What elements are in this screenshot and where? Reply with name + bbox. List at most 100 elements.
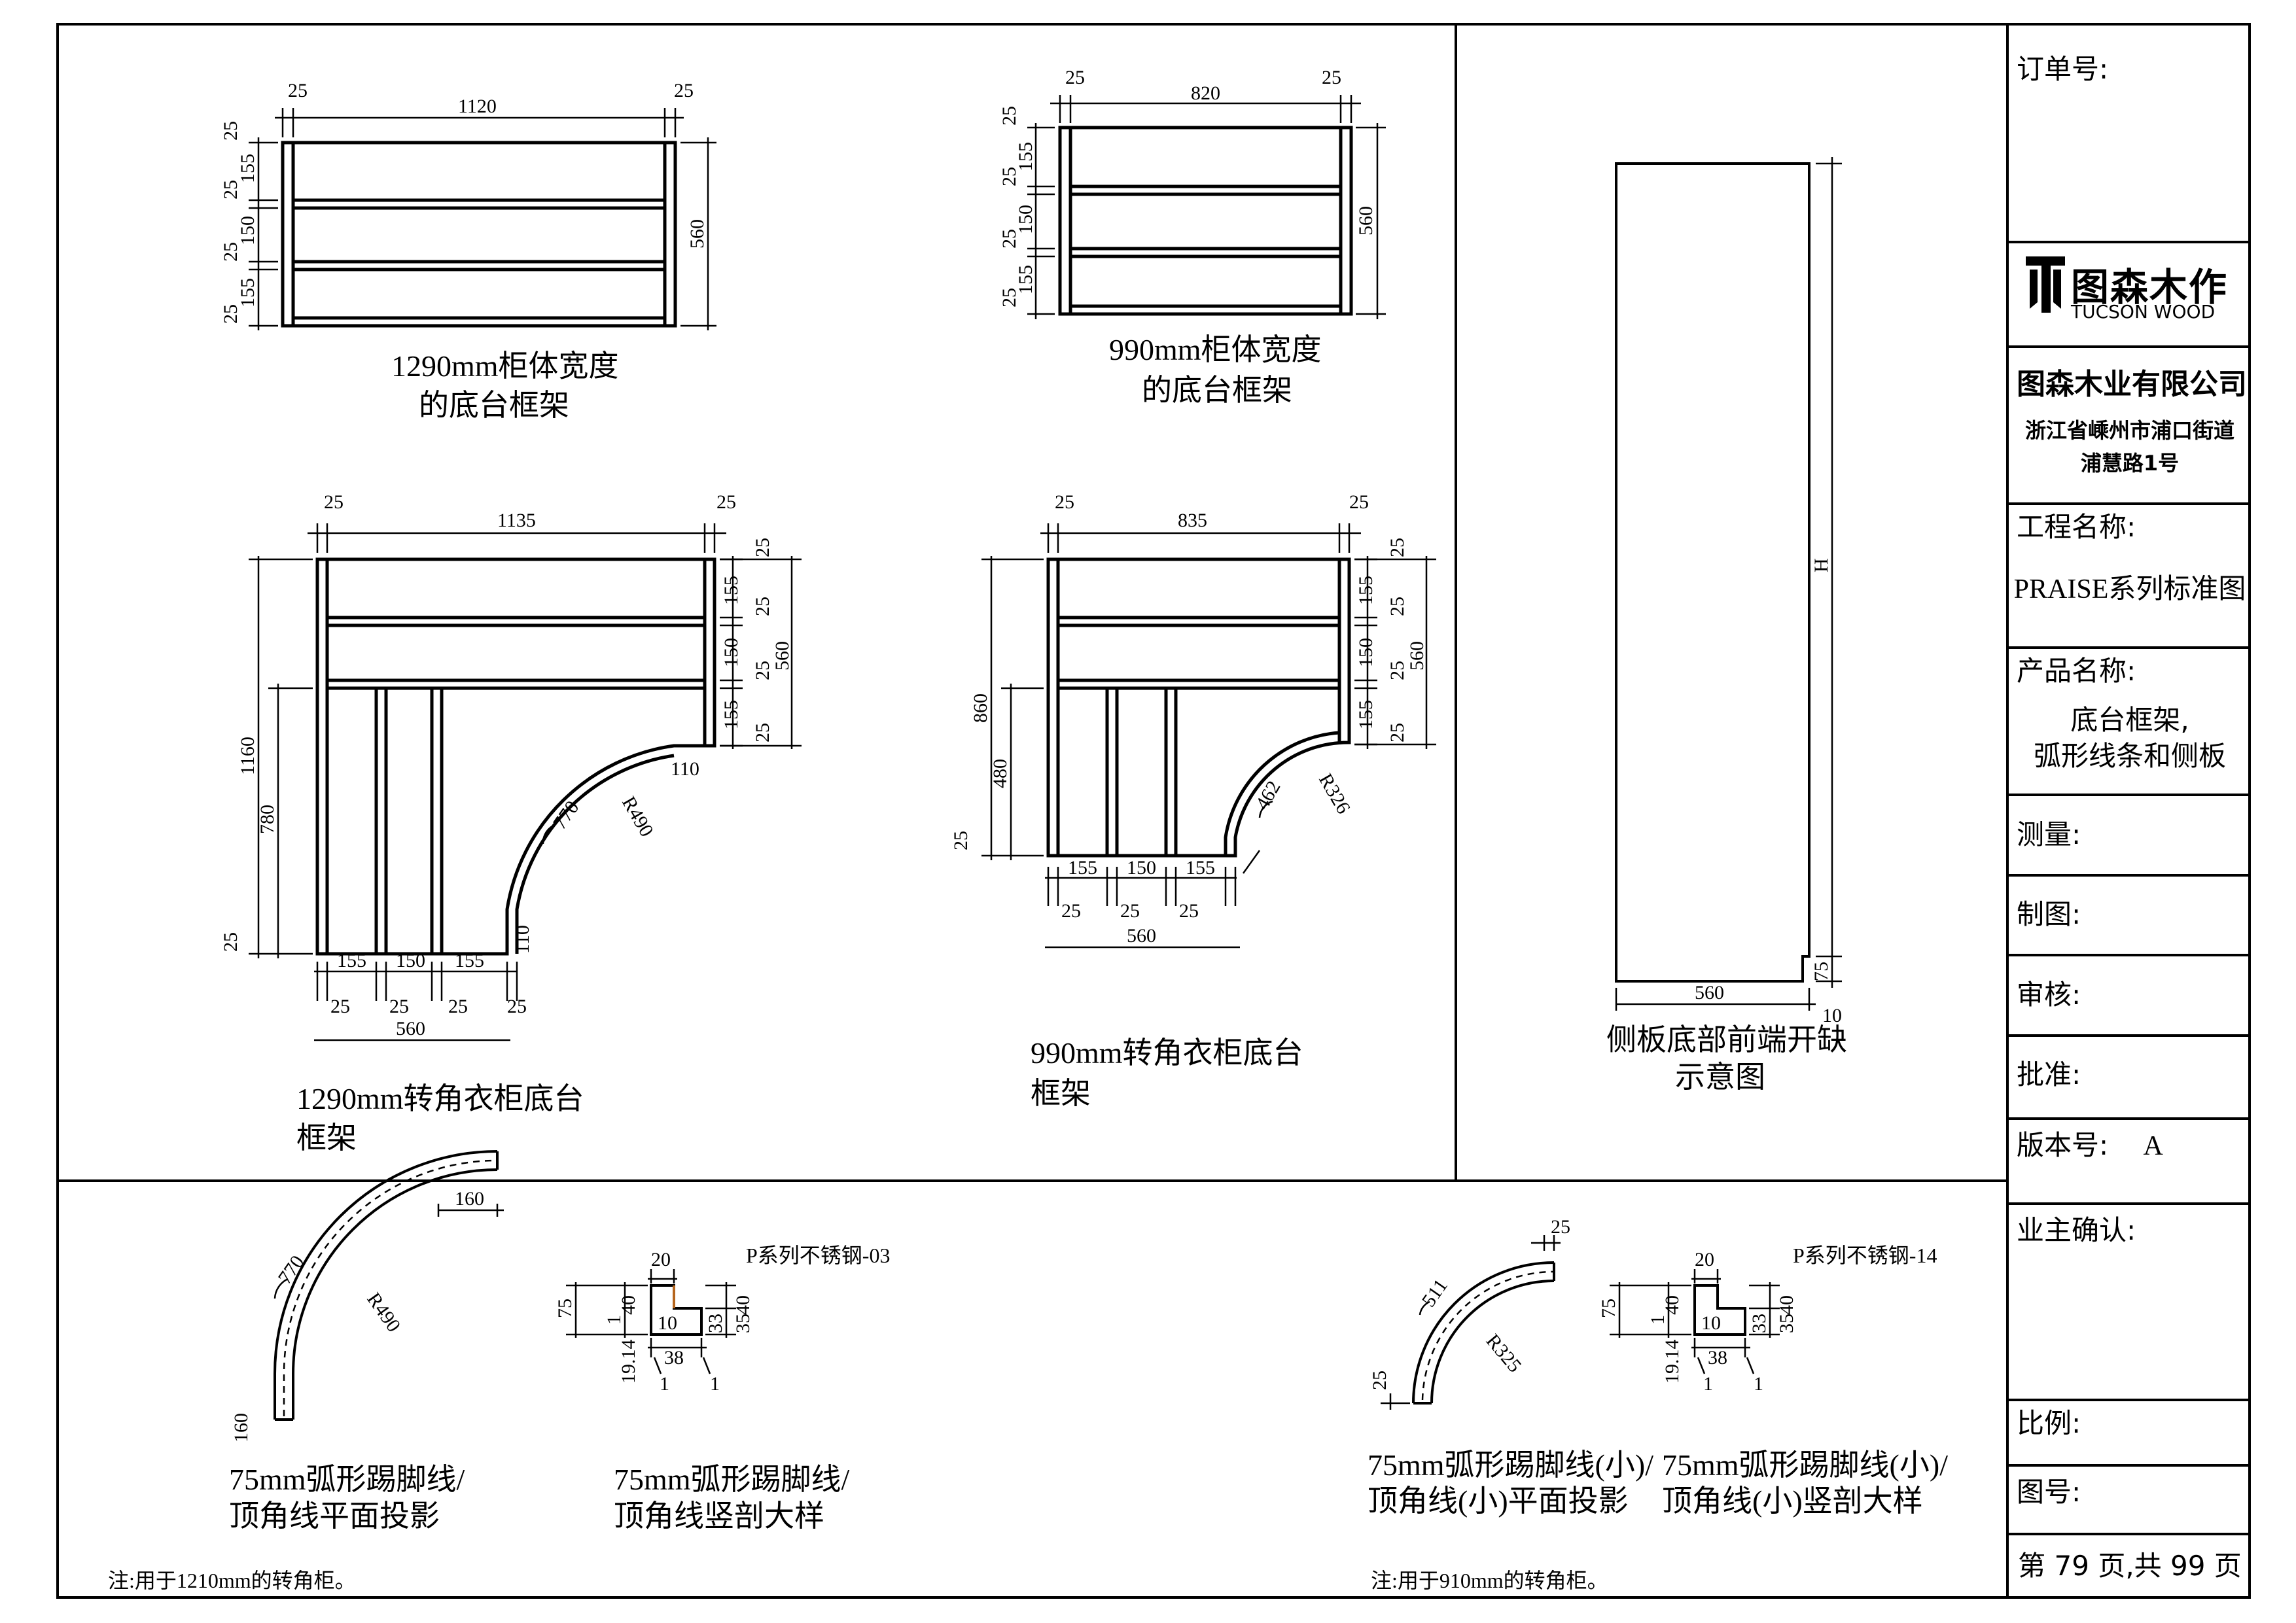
dim-text: 835 [1178, 510, 1207, 531]
company-address-line2: 浦慧路1号 [2080, 451, 2180, 476]
dim-text: 33 [705, 1314, 726, 1333]
part-tag: P系列不锈钢-14 [1793, 1244, 1937, 1267]
project-value: PRAISE系列标准图 [2013, 574, 2246, 604]
dim-text: 560 [1406, 641, 1428, 671]
scale-label: 比例: [2017, 1407, 2081, 1439]
dim-text: 75 [1810, 962, 1832, 981]
dim-text: 25 [1061, 900, 1081, 922]
dim-text: 38 [664, 1347, 684, 1369]
dim-text: 25 [1065, 67, 1085, 88]
dim-text: 25 [1386, 723, 1408, 742]
dim-text: 560 [1127, 925, 1156, 947]
arc-trim-plan-drawing: 160 770 R490 160 75mm弧形踢脚线/ 顶角线平面投影 [229, 1150, 504, 1533]
caption-line: 顶角线竖剖大样 [614, 1499, 824, 1533]
caption-line: 侧板底部前端开缺 [1606, 1023, 1847, 1056]
caption-line: 顶角线平面投影 [229, 1499, 440, 1533]
caption-line: 1290mm柜体宽度 [391, 349, 619, 383]
dim-text: 155 [1015, 265, 1036, 294]
dim-text: 1 [1647, 1315, 1669, 1325]
approve-label: 批准: [2017, 1058, 2081, 1091]
dim-text: 40 [1776, 1295, 1797, 1315]
dim-text: 10 [1822, 1005, 1842, 1026]
order-no-label: 订单号: [2017, 53, 2109, 85]
dim-text: 155 [237, 278, 258, 307]
dim-text: 770 [274, 1251, 309, 1288]
dim-text: 25 [1386, 597, 1408, 616]
dim-text: 25 [998, 167, 1020, 186]
dim-text: 25 [389, 996, 409, 1017]
dim-text: 25 [998, 106, 1020, 126]
dim-text: 770 [549, 797, 584, 833]
caption-line: 的底台框架 [419, 389, 569, 422]
dim-text: 1 [1703, 1373, 1713, 1395]
dim-text: 25 [1322, 67, 1341, 88]
dim-text: 25 [1179, 900, 1199, 922]
dim-text: 150 [237, 216, 258, 245]
dim-text: 155 [1355, 700, 1377, 729]
caption-line: 990mm转角衣柜底台 [1031, 1036, 1303, 1070]
dim-text: 1160 [237, 737, 258, 775]
small-arc-trim-plan-drawing: 25 511 R325 25 75mm弧形踢脚线(小)/ 顶角线(小)平面投影 [1368, 1216, 1653, 1518]
dim-text: 25 [950, 831, 972, 850]
caption-line: 75mm弧形踢脚线/ [614, 1463, 850, 1496]
corner-frame-1290-drawing: 25 1135 25 25 155 25 150 25 155 25 560 1… [220, 491, 802, 1155]
logo-icon [2026, 256, 2065, 313]
dim-text: 25 [752, 723, 773, 742]
note-right: 注:用于910mm的转角柜。 [1371, 1569, 1608, 1592]
dim-text: 160 [455, 1188, 484, 1210]
dim-text: R490 [618, 793, 658, 841]
dim-text: 110 [671, 758, 699, 780]
caption-line: 75mm弧形踢脚线/ [229, 1463, 465, 1496]
corner-frame-990-drawing: 25 835 25 25 155 25 150 25 155 25 560 86… [950, 491, 1436, 1110]
frame-1290-drawing: 25 1120 25 25 155 25 150 25 155 25 560 1… [220, 80, 716, 422]
dim-text: 560 [771, 641, 793, 671]
dim-text: 10 [658, 1312, 677, 1334]
dim-text: 820 [1191, 82, 1220, 104]
note-left: 注:用于1210mm的转角柜。 [108, 1569, 356, 1592]
dim-text: 40 [618, 1295, 639, 1315]
dim-text: 25 [752, 538, 773, 557]
dim-text: 25 [998, 229, 1020, 249]
dim-text: 25 [1055, 491, 1074, 513]
side-panel-drawing: H 560 75 10 侧板底部前端开缺 示意图 [1606, 157, 1847, 1094]
dim-text: 25 [752, 597, 773, 616]
dim-text: 33 [1748, 1314, 1770, 1333]
product-value-line2: 弧形线条和侧板 [2033, 740, 2226, 772]
dim-text: 1 [710, 1373, 720, 1395]
dim-text: R490 [362, 1289, 404, 1336]
dim-text: 155 [455, 950, 484, 971]
small-arc-trim-section-drawing: P系列不锈钢-14 20 40 75 1 19.14 10 38 1 1 40 … [1598, 1244, 1948, 1518]
brand-name-cn: 图森木作 [2071, 265, 2229, 309]
dim-text: 560 [1695, 982, 1724, 1003]
dim-text: 25 [220, 932, 241, 952]
dim-text: 25 [1369, 1370, 1390, 1390]
product-label: 产品名称: [2017, 655, 2136, 687]
review-label: 审核: [2017, 979, 2081, 1011]
dim-text: 25 [220, 242, 241, 262]
version-value: A [2143, 1131, 2163, 1161]
dim-text: 25 [220, 180, 241, 200]
dim-text: 25 [1386, 538, 1408, 557]
dim-text: 25 [220, 121, 241, 141]
dim-text: 25 [1551, 1216, 1570, 1238]
dim-text: 1 [1754, 1373, 1763, 1395]
dim-text: 75 [554, 1299, 576, 1318]
draw-label: 制图: [2017, 898, 2081, 930]
dim-text: 25 [448, 996, 468, 1017]
dim-text: 160 [230, 1413, 252, 1442]
dim-text: 1 [603, 1315, 625, 1325]
dim-text: 480 [989, 759, 1011, 788]
caption-line: 示意图 [1675, 1060, 1765, 1094]
dim-text: 20 [1695, 1249, 1714, 1270]
dim-text: 155 [1355, 576, 1377, 605]
dim-text: 155 [337, 950, 366, 971]
dim-text: 155 [1015, 142, 1036, 171]
caption-line: 顶角线(小)竖剖大样 [1662, 1484, 1923, 1518]
dim-text: 155 [237, 154, 258, 183]
brand-name-en: TUCSON WOOD [2071, 301, 2216, 323]
dim-text: H [1810, 558, 1832, 572]
dim-text: 150 [720, 638, 742, 667]
dim-text: 860 [970, 693, 991, 723]
caption-line: 框架 [296, 1121, 357, 1155]
dim-text: 110 [512, 925, 533, 954]
